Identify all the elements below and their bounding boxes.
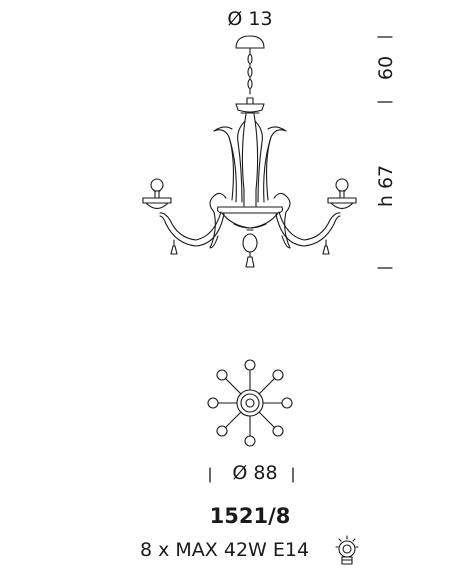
total-height-label: h 67 [375, 164, 397, 208]
top-cup [235, 97, 265, 114]
model-number: 1521/8 [209, 504, 291, 528]
diameter-label: Ø 88 [232, 462, 278, 484]
upper-leaves [213, 120, 287, 203]
top-view-diagram [207, 359, 293, 447]
main-bowl [216, 206, 284, 229]
canopy [235, 35, 265, 49]
canopy-diameter-label: Ø 13 [227, 8, 273, 30]
left-candle-cup [142, 178, 172, 210]
bottom-finial [242, 229, 258, 268]
right-candle-cup [327, 178, 357, 210]
left-arm [159, 192, 227, 255]
bulb-icon [335, 535, 359, 565]
diameter-marks [209, 467, 294, 483]
right-arm [273, 192, 341, 255]
chain [247, 47, 253, 95]
side-dimension-marks [377, 36, 393, 269]
upper-height-label: 60 [375, 55, 397, 81]
central-stem [241, 113, 259, 207]
bulb-specification: 8 x MAX 42W E14 [140, 539, 310, 561]
